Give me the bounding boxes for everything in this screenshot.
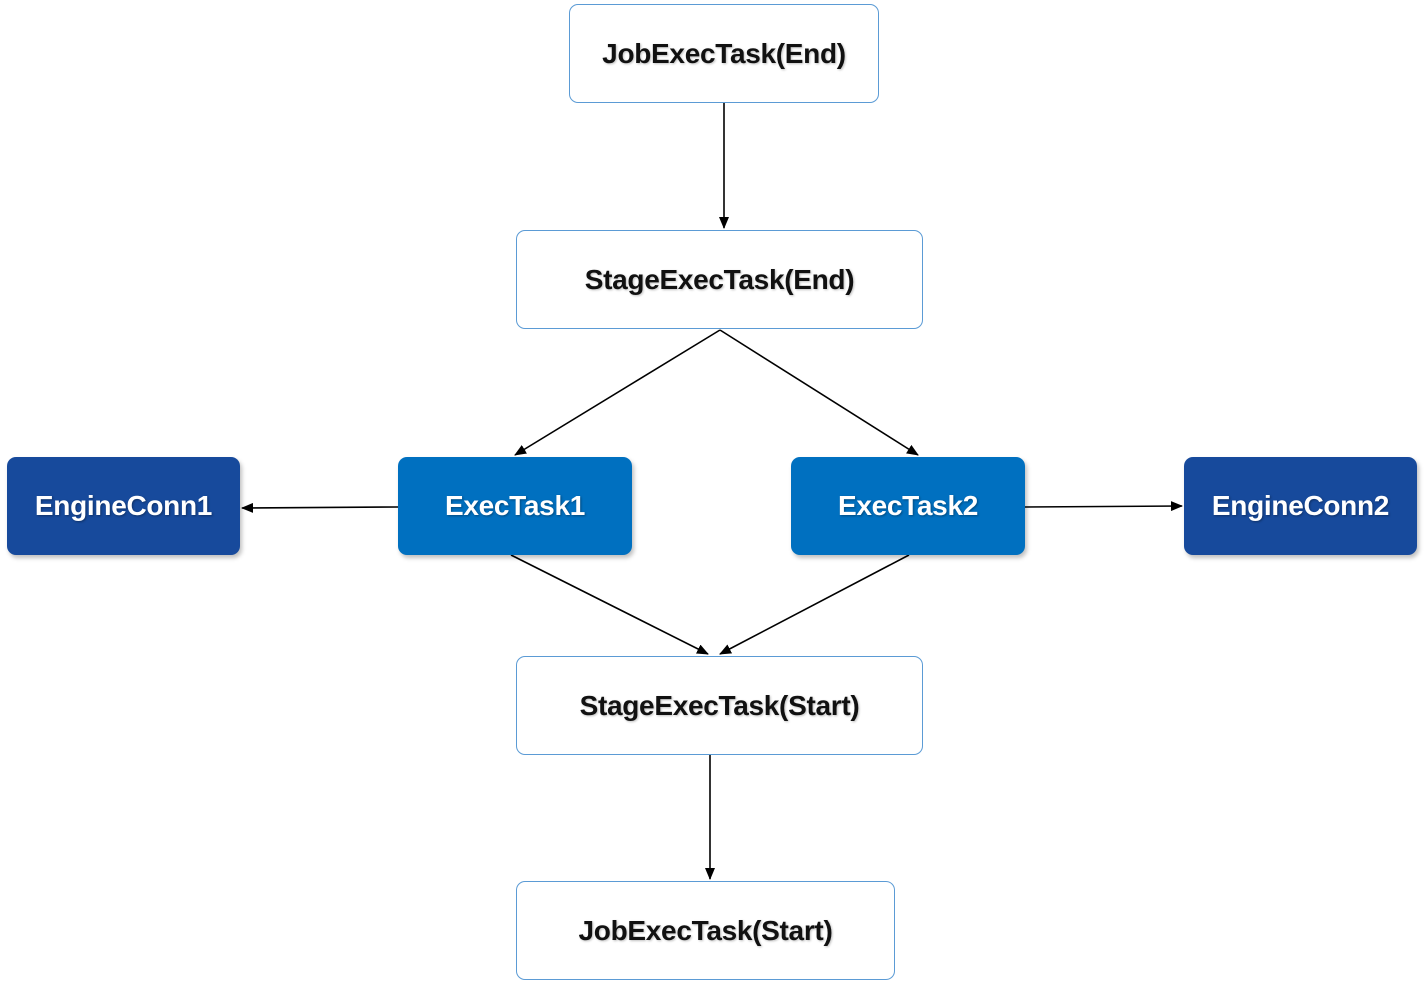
stage-exec-task-start-node: StageExecTask(Start): [516, 656, 923, 755]
edge-exec-task-1-to-engine-conn-1: [241, 502, 399, 513]
engine-conn-2-label: EngineConn2: [1211, 490, 1390, 521]
edge-exec-task-2-to-stage-start: [719, 554, 910, 655]
stage-exec-task-end-node: StageExecTask(End): [516, 230, 923, 329]
edge-stage-end-to-exec-task-2: [719, 329, 919, 456]
exec-task-1-node: ExecTask1: [398, 457, 632, 555]
exec-task-2-label: ExecTask2: [837, 490, 978, 521]
edge-exec-task-1-to-stage-start: [510, 554, 709, 655]
job-exec-task-end-node: JobExecTask(End): [569, 4, 879, 103]
exec-task-2-node: ExecTask2: [791, 457, 1025, 555]
job-exec-task-start-node: JobExecTask(Start): [516, 881, 895, 980]
exec-task-1-label: ExecTask1: [444, 490, 585, 521]
engine-conn-2-node: EngineConn2: [1184, 457, 1417, 555]
edge-exec-task-2-to-engine-conn-2: [1024, 501, 1183, 512]
stage-exec-task-end-label: StageExecTask(End): [584, 263, 855, 295]
engine-conn-1-node: EngineConn1: [7, 457, 240, 555]
engine-conn-1-label: EngineConn1: [34, 490, 213, 521]
edge-stage-end-to-exec-task-1: [514, 329, 721, 456]
job-exec-task-start-label: JobExecTask(Start): [578, 914, 833, 946]
stage-exec-task-start-label: StageExecTask(Start): [579, 689, 860, 721]
job-exec-task-end-label: JobExecTask(End): [602, 37, 846, 69]
